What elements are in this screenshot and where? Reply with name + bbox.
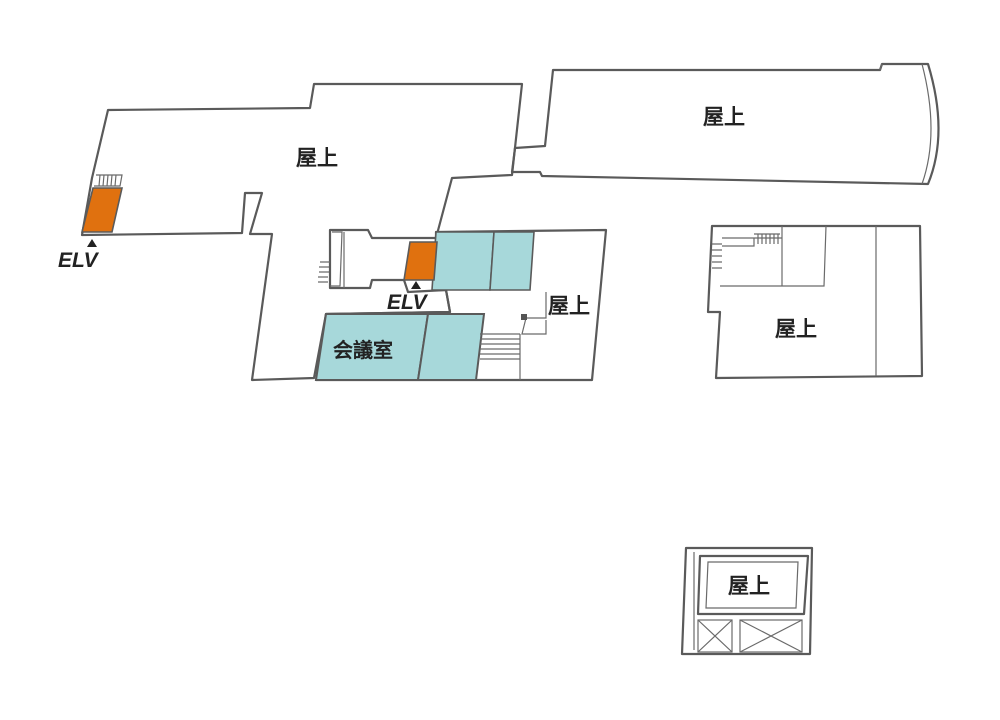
elevator-west-shaft[interactable]: [80, 187, 124, 233]
room-upper-b[interactable]: [489, 231, 535, 291]
elevator-center-label: ELV: [387, 291, 429, 314]
elevator-west-marker-icon: [87, 239, 97, 247]
elevator-center-shaft[interactable]: [403, 241, 438, 281]
stairs-center-icon: [318, 231, 345, 288]
room-lower-b[interactable]: [416, 313, 486, 381]
east-block: [706, 224, 924, 380]
elevator-west-label: ELV: [58, 249, 100, 272]
void-right-icon: [739, 619, 803, 653]
elevator-center-marker-icon: [411, 281, 421, 289]
roof-east-block-label: 屋上: [775, 318, 817, 341]
stairs-west-icon: [94, 174, 123, 187]
void-left-icon: [697, 619, 733, 653]
room-upper-a[interactable]: [431, 231, 495, 291]
stairs-meeting-icon: [480, 333, 520, 360]
meeting-room-label: 会議室: [333, 338, 393, 362]
roof-center-right-label: 屋上: [548, 295, 590, 318]
roof-small-block-label: 屋上: [728, 575, 770, 598]
left-wing: [80, 82, 524, 382]
pillar-marker-icon: [521, 314, 527, 320]
small-block: [680, 546, 814, 656]
roof-top-left-label: 屋上: [296, 147, 338, 170]
top-right-building: [510, 62, 940, 186]
roof-top-right-label: 屋上: [703, 106, 745, 129]
